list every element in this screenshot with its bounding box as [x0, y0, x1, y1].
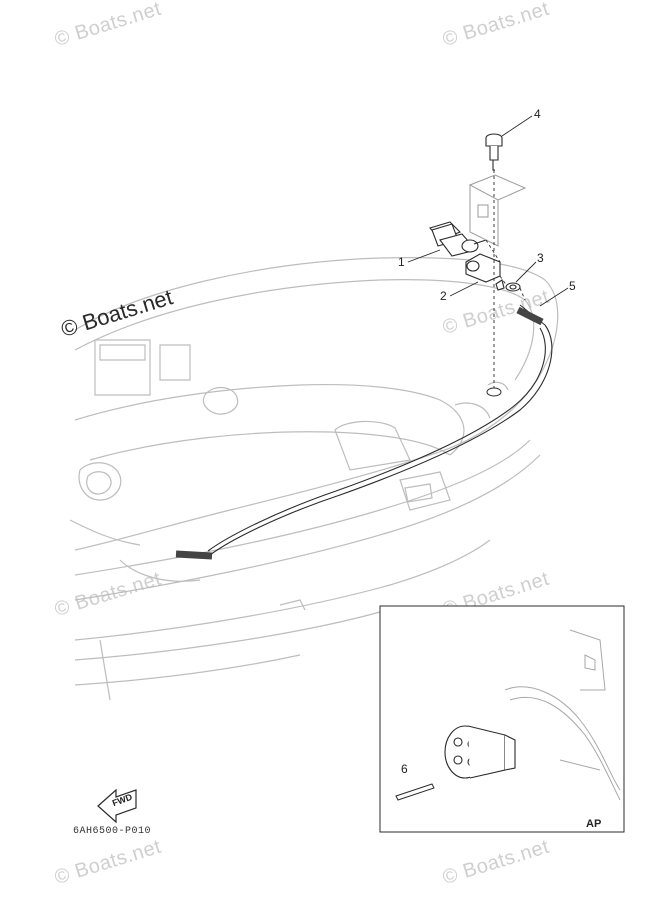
callout-3: 3 [537, 251, 544, 265]
part-3-clip [505, 282, 521, 292]
callout-6: 6 [401, 762, 408, 776]
callout-2: 2 [440, 289, 447, 303]
sensor-lead-wire [207, 324, 553, 556]
inset-detail [379, 605, 625, 833]
callout-5: 5 [569, 279, 576, 293]
fwd-arrow [97, 788, 137, 824]
mount-boss [486, 387, 502, 397]
callout-4: 4 [534, 107, 541, 121]
inset-label: AP [586, 818, 602, 830]
part-1-sensor [429, 221, 487, 257]
drawing-code: 6AH6500-P010 [73, 826, 152, 837]
engine-cowling-outline [69, 257, 559, 701]
assembly-lines [485, 170, 526, 390]
part-2-holder [465, 253, 505, 291]
bracket [468, 174, 527, 247]
callout-1: 1 [398, 255, 405, 269]
wire-grommet-spring [175, 304, 546, 560]
part-4-bolt [485, 133, 503, 171]
